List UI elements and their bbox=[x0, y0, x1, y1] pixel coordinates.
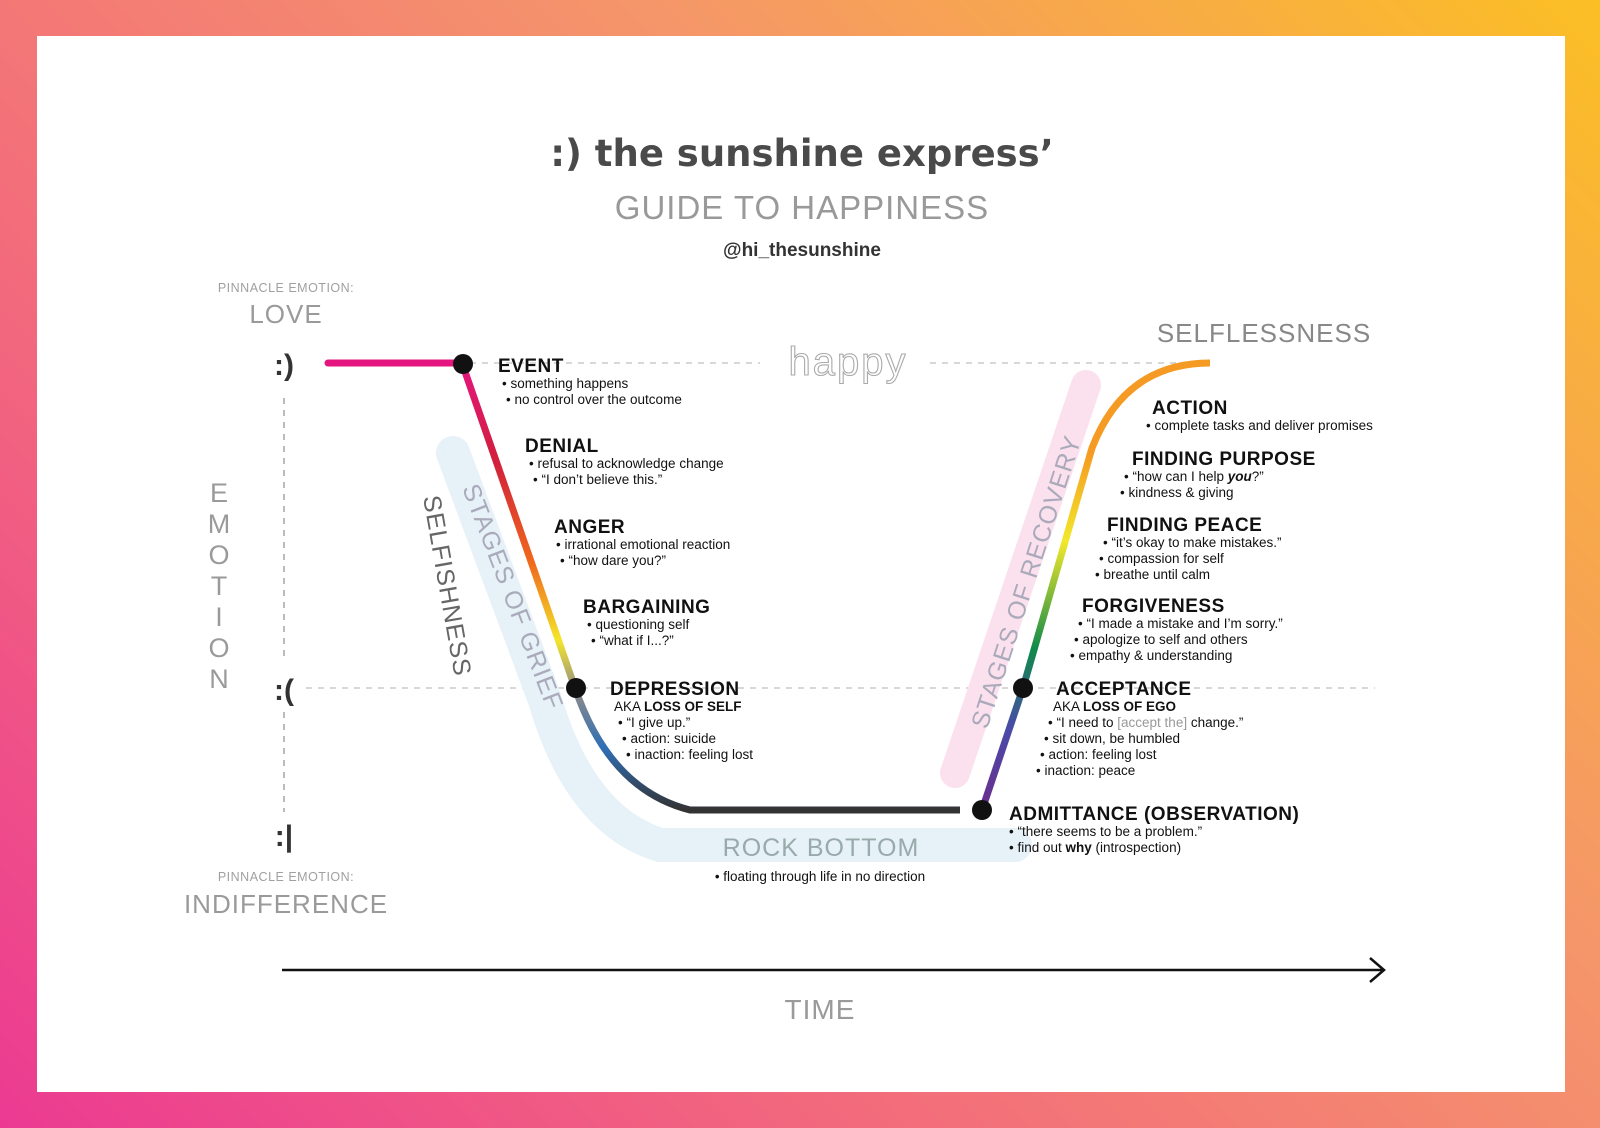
emotion-axis-label: E M O T I O N bbox=[208, 478, 231, 694]
happy-label: happy bbox=[789, 340, 908, 384]
svg-text:• something happens: • something happens bbox=[502, 376, 629, 391]
svg-text:• “I give up.”: • “I give up.” bbox=[618, 715, 690, 730]
stage-title: ANGER bbox=[554, 517, 625, 538]
social-handle: @hi_thesunshine bbox=[723, 240, 881, 261]
poster-subtitle: GUIDE TO HAPPINESS bbox=[615, 189, 989, 226]
pinnacle-top-value: LOVE bbox=[249, 299, 322, 329]
svg-text:O: O bbox=[208, 540, 229, 570]
svg-text:• “there seems to be a problem: • “there seems to be a problem.” bbox=[1009, 824, 1202, 839]
svg-text:N: N bbox=[209, 664, 229, 694]
svg-text:• “how dare you?”: • “how dare you?” bbox=[560, 553, 666, 568]
svg-text:AKA LOSS OF SELF: AKA LOSS OF SELF bbox=[614, 699, 742, 714]
svg-text:• compassion for self: • compassion for self bbox=[1099, 551, 1224, 566]
stage-title: FINDING PEACE bbox=[1107, 515, 1262, 536]
svg-text:• “I made a mistake and I’m so: • “I made a mistake and I’m sorry.” bbox=[1078, 616, 1283, 631]
happy-face-icon: :) bbox=[274, 349, 294, 382]
stage-title: ACCEPTANCE bbox=[1056, 679, 1192, 700]
poster-card bbox=[37, 36, 1565, 1092]
stage-finding-peace: FINDING PEACE • “it’s okay to make mista… bbox=[1095, 515, 1282, 582]
svg-text:• “I need to [accept the] chan: • “I need to [accept the] change.” bbox=[1048, 715, 1243, 730]
depression-dot bbox=[566, 678, 586, 698]
stage-acceptance: ACCEPTANCE AKA LOSS OF EGO • “I need to … bbox=[1036, 679, 1243, 778]
stage-title: ACTION bbox=[1152, 398, 1228, 419]
svg-text:• “what if I...?”: • “what if I...?” bbox=[591, 633, 674, 648]
stage-admittance: ADMITTANCE (OBSERVATION) • “there seems … bbox=[1009, 804, 1299, 855]
svg-text:• action: suicide: • action: suicide bbox=[622, 731, 716, 746]
svg-text:• kindness & giving: • kindness & giving bbox=[1120, 485, 1234, 500]
curve-grief-segment bbox=[458, 361, 960, 814]
admittance-dot bbox=[972, 800, 992, 820]
neutral-face-icon: :| bbox=[275, 820, 293, 853]
event-dot bbox=[453, 354, 473, 374]
svg-text:E: E bbox=[210, 478, 228, 508]
stage-title: DENIAL bbox=[525, 436, 599, 457]
svg-text:• refusal to acknowledge chang: • refusal to acknowledge change bbox=[529, 456, 724, 471]
selflessness-label: SELFLESSNESS bbox=[1157, 318, 1371, 348]
poster-title: :) the sunshine express’ bbox=[550, 132, 1054, 175]
stage-title: ADMITTANCE (OBSERVATION) bbox=[1009, 804, 1299, 825]
recovery-band bbox=[940, 370, 1101, 788]
svg-text:• “how can I help you?”: • “how can I help you?” bbox=[1124, 469, 1264, 484]
stage-bargaining: BARGAINING • questioning self • “what if… bbox=[583, 597, 710, 648]
svg-text:• questioning self: • questioning self bbox=[587, 617, 690, 632]
svg-text:• irrational emotional reactio: • irrational emotional reaction bbox=[556, 537, 730, 552]
stage-title: FORGIVENESS bbox=[1082, 596, 1225, 617]
stage-anger: ANGER • irrational emotional reaction • … bbox=[554, 517, 730, 568]
svg-text:M: M bbox=[208, 509, 231, 539]
svg-text:• “I don’t believe this.”: • “I don’t believe this.” bbox=[533, 472, 662, 487]
svg-text:• “it’s okay to make mistakes.: • “it’s okay to make mistakes.” bbox=[1103, 535, 1282, 550]
stage-finding-purpose: FINDING PURPOSE • “how can I help you?” … bbox=[1120, 449, 1316, 500]
svg-text:• empathy & understanding: • empathy & understanding bbox=[1070, 648, 1232, 663]
stage-title: EVENT bbox=[498, 356, 564, 377]
svg-text:T: T bbox=[211, 571, 228, 601]
svg-text:• complete tasks and deliver p: • complete tasks and deliver promises bbox=[1146, 418, 1373, 433]
pinnacle-bottom-value: INDIFFERENCE bbox=[184, 889, 388, 919]
svg-text:AKA LOSS OF EGO: AKA LOSS OF EGO bbox=[1053, 699, 1176, 714]
svg-text:• inaction: peace: • inaction: peace bbox=[1036, 763, 1135, 778]
svg-text:• action: feeling lost: • action: feeling lost bbox=[1040, 747, 1157, 762]
stage-action: ACTION • complete tasks and deliver prom… bbox=[1146, 398, 1373, 433]
pinnacle-bottom-label: PINNACLE EMOTION: bbox=[218, 870, 354, 884]
stage-title: BARGAINING bbox=[583, 597, 710, 618]
svg-text:• sit down, be humbled: • sit down, be humbled bbox=[1044, 731, 1180, 746]
stage-depression: DEPRESSION AKA LOSS OF SELF • “I give up… bbox=[610, 679, 753, 762]
grief-band bbox=[436, 436, 1032, 862]
svg-text:• apologize to self and others: • apologize to self and others bbox=[1074, 632, 1248, 647]
stage-denial: DENIAL • refusal to acknowledge change •… bbox=[525, 436, 724, 487]
svg-text:I: I bbox=[215, 602, 223, 632]
curve-recovery-segment bbox=[978, 359, 1211, 812]
svg-text:• breathe until calm: • breathe until calm bbox=[1095, 567, 1210, 582]
svg-text:• no control over the outcome: • no control over the outcome bbox=[506, 392, 682, 407]
acceptance-dot bbox=[1013, 678, 1033, 698]
pinnacle-top-label: PINNACLE EMOTION: bbox=[218, 281, 354, 295]
stage-title: DEPRESSION bbox=[610, 679, 740, 700]
rock-bottom-note: • floating through life in no direction bbox=[715, 869, 925, 884]
svg-text:• inaction: feeling lost: • inaction: feeling lost bbox=[626, 747, 753, 762]
stage-forgiveness: FORGIVENESS • “I made a mistake and I’m … bbox=[1070, 596, 1283, 663]
sad-face-icon: :( bbox=[274, 674, 294, 707]
stage-event: EVENT • something happens • no control o… bbox=[498, 356, 682, 407]
svg-text:O: O bbox=[208, 633, 229, 663]
time-axis-arrow-icon bbox=[1369, 957, 1386, 983]
svg-text:• find out why (introspection): • find out why (introspection) bbox=[1009, 840, 1181, 855]
stage-title: FINDING PURPOSE bbox=[1132, 449, 1316, 470]
rock-bottom-title: ROCK BOTTOM bbox=[723, 834, 920, 862]
time-axis-label: TIME bbox=[785, 994, 856, 1025]
